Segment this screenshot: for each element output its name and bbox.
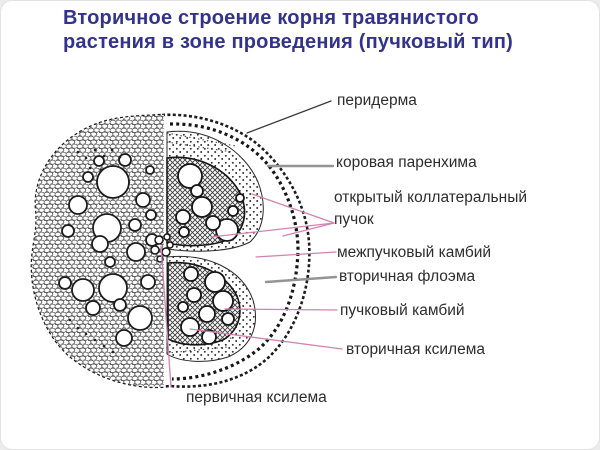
left-half-speckles: [68, 148, 122, 354]
leader-bundle-1: [251, 193, 335, 224]
leader-fascicular-cambium: [224, 308, 338, 311]
upper-bundle-vessels: [175, 163, 245, 242]
upper-bundle: [166, 130, 264, 252]
lower-bundle-vessels: [177, 266, 235, 345]
periderm-ring: [169, 122, 300, 381]
slide-title: Вторичное строение корня травянистого ра…: [63, 7, 514, 53]
leader-bundle-2: [210, 222, 335, 238]
lower-bundle: [166, 255, 256, 362]
leader-interfascicular-cambium: [255, 251, 337, 258]
label-secondary-phloem: вторичная флоэма: [339, 268, 476, 285]
leader-periderm: [246, 100, 332, 134]
label-open-collateral-bundle: открытый коллатеральный пучок: [334, 189, 527, 228]
label-primary-xylem: первичная ксилема: [186, 389, 327, 406]
leader-secondary-xylem: [189, 328, 343, 350]
label-interfascicular-cambium: межпучковый камбий: [337, 244, 492, 261]
label-periderm: перидерма: [337, 92, 417, 109]
primary-xylem-cluster: [150, 233, 174, 263]
label-fascicular-cambium: пучковый камбий: [340, 302, 465, 319]
left-half-vessels: [58, 153, 159, 347]
leader-bundle-3: [282, 222, 335, 237]
leader-secondary-phloem: [264, 275, 338, 284]
label-secondary-xylem: вторичная ксилема: [346, 341, 485, 358]
label-cortex-parenchyma: коровая паренхима: [336, 154, 477, 171]
left-half-tissue: [31, 114, 164, 387]
leader-primary-xylem: [160, 245, 172, 388]
